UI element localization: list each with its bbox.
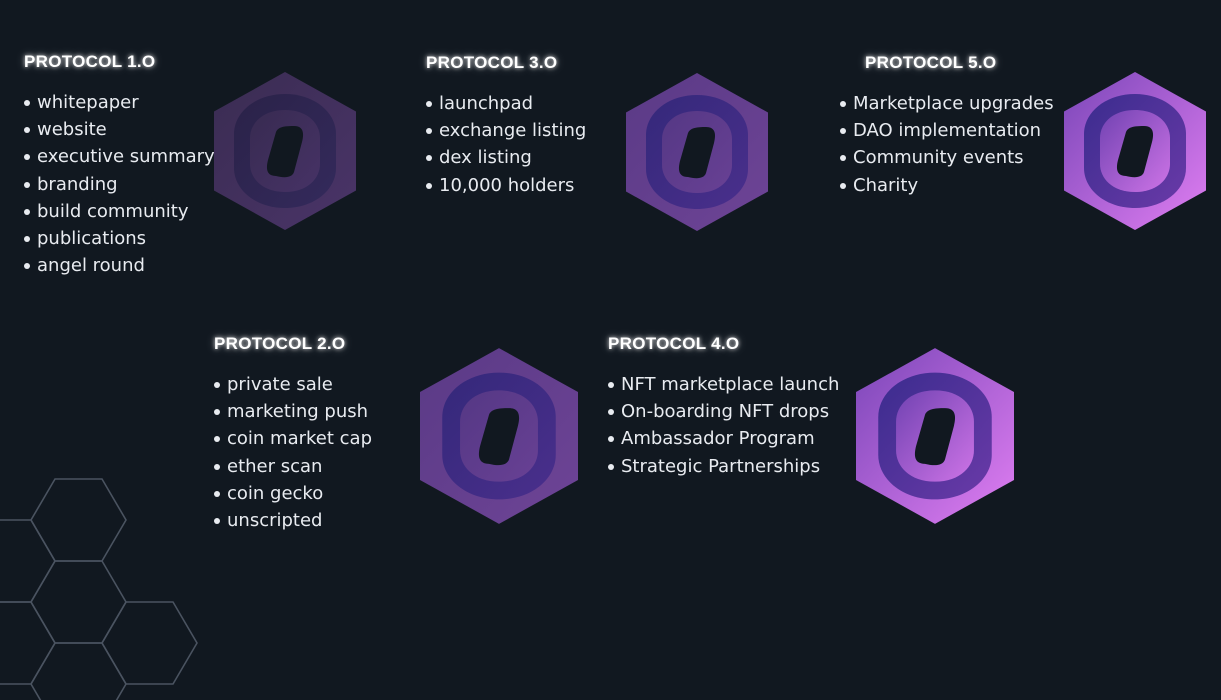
list-item: marketing push — [214, 398, 372, 425]
list-item: 10,000 holders — [426, 172, 586, 199]
list-item: branding — [24, 171, 215, 198]
hexagon-logo-icon — [1064, 72, 1206, 230]
list-item: Strategic Partnerships — [608, 453, 839, 480]
hexagon-pattern-decoration — [0, 478, 198, 700]
list-item: angel round — [24, 252, 215, 279]
list-item: coin market cap — [214, 425, 372, 452]
protocol-4-section: PROTOCOL 4.O NFT marketplace launch On-b… — [608, 334, 839, 480]
protocol-2-section: PROTOCOL 2.O private sale marketing push… — [214, 334, 372, 534]
protocol-1-list: whitepaper website executive summary bra… — [24, 89, 215, 279]
list-item: coin gecko — [214, 480, 372, 507]
protocol-4-list: NFT marketplace launch On-boarding NFT d… — [608, 371, 839, 480]
protocol-5-title: PROTOCOL 5.O — [865, 53, 997, 72]
list-item: Ambassador Program — [608, 425, 839, 452]
list-item: unscripted — [214, 507, 372, 534]
protocol-3-title: PROTOCOL 3.O — [426, 53, 558, 72]
list-item: exchange listing — [426, 117, 586, 144]
list-item: private sale — [214, 371, 372, 398]
protocol-2-title: PROTOCOL 2.O — [214, 334, 346, 353]
list-item: Marketplace upgrades — [840, 90, 1054, 117]
list-item: launchpad — [426, 90, 586, 117]
list-item: Charity — [840, 172, 1054, 199]
protocol-1-section: PROTOCOL 1.O whitepaper website executiv… — [24, 52, 215, 279]
list-item: Community events — [840, 144, 1054, 171]
list-item: DAO implementation — [840, 117, 1054, 144]
protocol-4-title: PROTOCOL 4.O — [608, 334, 740, 353]
list-item: ether scan — [214, 453, 372, 480]
list-item: NFT marketplace launch — [608, 371, 839, 398]
hexagon-logo-icon — [856, 348, 1014, 524]
list-item: executive summary — [24, 143, 215, 170]
protocol-5-section: PROTOCOL 5.O Marketplace upgrades DAO im… — [840, 53, 1054, 199]
list-item: publications — [24, 225, 215, 252]
protocol-1-title: PROTOCOL 1.O — [24, 52, 156, 71]
list-item: dex listing — [426, 144, 586, 171]
protocol-2-list: private sale marketing push coin market … — [214, 371, 372, 534]
protocol-3-list: launchpad exchange listing dex listing 1… — [426, 90, 586, 199]
list-item: build community — [24, 198, 215, 225]
list-item: website — [24, 116, 215, 143]
protocol-3-section: PROTOCOL 3.O launchpad exchange listing … — [426, 53, 586, 199]
hexagon-logo-icon — [214, 72, 356, 230]
list-item: whitepaper — [24, 89, 215, 116]
protocol-5-list: Marketplace upgrades DAO implementation … — [840, 90, 1054, 199]
list-item: On-boarding NFT drops — [608, 398, 839, 425]
hexagon-logo-icon — [626, 73, 768, 231]
hexagon-logo-icon — [420, 348, 578, 524]
